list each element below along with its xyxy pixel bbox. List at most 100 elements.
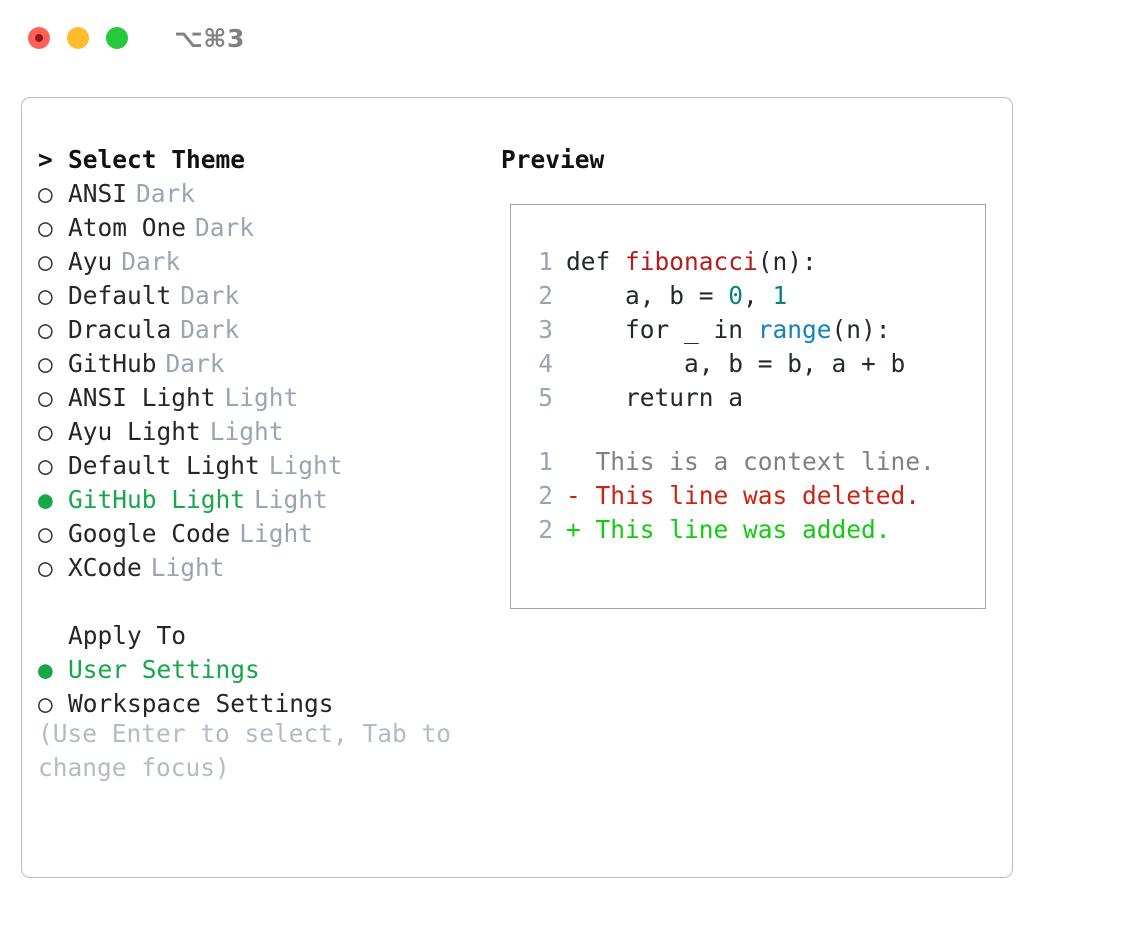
theme-item-variant-badge: Dark [195, 213, 255, 242]
theme-picker-header-label: Select Theme [68, 145, 246, 174]
code-token: , [743, 281, 773, 310]
theme-list-item[interactable]: ○ Atom One Dark [38, 213, 498, 247]
theme-list-item[interactable]: ○ Default Light Light [38, 451, 498, 485]
apply-to-item-label: User Settings [68, 655, 260, 684]
theme-item-label: Dracula [68, 315, 172, 344]
diff-line-number: 2 [538, 515, 553, 544]
diff-line: 1 This is a context line. [525, 447, 977, 481]
code-token: for _ in [566, 315, 758, 344]
apply-to-header: ○ Apply To [38, 621, 498, 655]
theme-item-variant-badge: Light [254, 485, 328, 514]
theme-item-label: Default Light [68, 451, 260, 480]
apply-to-header-spacer: ○ [38, 624, 68, 649]
diff-line-number: 1 [538, 447, 553, 476]
radio-selected-icon[interactable]: ● [38, 485, 53, 514]
code-line: 2 a, b = 0, 1 [525, 281, 977, 315]
theme-list-item[interactable]: ○ Ayu Dark [38, 247, 498, 281]
diff-line-text: + This line was added. [566, 515, 891, 544]
radio-unselected-icon[interactable]: ○ [38, 417, 53, 446]
diff-line-text: - This line was deleted. [566, 481, 921, 510]
theme-item-variant-badge: Light [150, 553, 225, 582]
code-token: range [757, 315, 832, 344]
theme-item-label: Default [68, 281, 172, 310]
theme-list-item[interactable]: ● GitHub Light Light [38, 485, 498, 519]
apply-to-section: ○ Apply To ●User Settings○Workspace Sett… [38, 621, 498, 723]
code-token: (n): [831, 315, 891, 344]
theme-item-label: Ayu [68, 247, 113, 276]
code-line: 3 for _ in range(n): [525, 315, 977, 349]
theme-list-item[interactable]: ○ ANSI Dark [38, 179, 498, 213]
radio-selected-icon[interactable]: ● [38, 655, 53, 684]
theme-item-variant-badge: Light [239, 519, 314, 548]
theme-item-label: Google Code [68, 519, 231, 548]
diff-line-text: This is a context line. [566, 447, 935, 476]
code-token: 1 [772, 281, 788, 310]
close-window-button[interactable] [28, 27, 50, 49]
theme-item-variant-badge: Light [209, 417, 284, 446]
radio-unselected-icon[interactable]: ○ [38, 553, 53, 582]
apply-to-item[interactable]: ○ Workspace Settings [38, 689, 498, 723]
diff-line: 2 + This line was added. [525, 515, 977, 549]
code-token: def [566, 247, 626, 276]
theme-list-item[interactable]: ○ Ayu Light Light [38, 417, 498, 451]
theme-item-label: Ayu Light [68, 417, 201, 446]
theme-item-variant-badge: Dark [165, 349, 225, 378]
code-line-number: 5 [538, 383, 553, 412]
code-line-number: 2 [538, 281, 553, 310]
diff-line: 2- This line was deleted. [525, 481, 977, 515]
radio-unselected-icon[interactable]: ○ [38, 315, 53, 344]
code-token: fibonacci [625, 247, 758, 276]
apply-to-header-label: Apply To [68, 621, 187, 650]
code-line-number: 1 [538, 247, 553, 276]
theme-item-variant-badge: Light [268, 451, 343, 480]
theme-item-label: GitHub [68, 349, 157, 378]
prompt-caret-icon: > [38, 145, 53, 174]
radio-unselected-icon[interactable]: ○ [38, 519, 53, 548]
theme-item-label: ANSI Light [68, 383, 216, 412]
code-token: a, b = b, a + b [566, 349, 906, 378]
radio-unselected-icon[interactable]: ○ [38, 247, 53, 276]
radio-unselected-icon[interactable]: ○ [38, 179, 53, 208]
radio-unselected-icon[interactable]: ○ [38, 689, 53, 718]
code-token: return a [566, 383, 744, 412]
code-token: 0 [728, 281, 744, 310]
apply-to-item-label: Workspace Settings [68, 689, 334, 718]
theme-list-item[interactable]: ○ XCode Light [38, 553, 498, 587]
theme-item-variant-badge: Dark [136, 179, 196, 208]
apply-to-list: ● User Settings ○ Workspace Settings [38, 655, 498, 723]
theme-list-item[interactable]: ○ GitHub Dark [38, 349, 498, 383]
radio-unselected-icon[interactable]: ○ [38, 281, 53, 310]
theme-item-variant-badge: Dark [121, 247, 181, 276]
code-token: a, b = [566, 281, 729, 310]
theme-item-label: XCode [68, 553, 142, 582]
radio-unselected-icon[interactable]: ○ [38, 451, 53, 480]
theme-list-item[interactable]: ○ Google Code Light [38, 519, 498, 553]
window-controls [28, 27, 128, 49]
radio-unselected-icon[interactable]: ○ [38, 213, 53, 242]
theme-item-label: ANSI [68, 179, 128, 208]
theme-item-variant-badge: Dark [180, 281, 240, 310]
code-line: 5 return a [525, 383, 977, 417]
title-bar: ⌥⌘3 [0, 0, 1140, 76]
radio-unselected-icon[interactable]: ○ [38, 383, 53, 412]
preview-title: Preview [501, 145, 605, 174]
radio-unselected-icon[interactable]: ○ [38, 349, 53, 378]
minimize-window-button[interactable] [67, 27, 89, 49]
theme-item-label: GitHub Light [68, 485, 246, 514]
keyboard-shortcut-label: ⌥⌘3 [174, 23, 245, 53]
theme-item-label: Atom One [68, 213, 187, 242]
preview-spacer [525, 417, 977, 447]
theme-list-item[interactable]: ○ Default Dark [38, 281, 498, 315]
maximize-window-button[interactable] [106, 27, 128, 49]
apply-to-item[interactable]: ● User Settings [38, 655, 498, 689]
